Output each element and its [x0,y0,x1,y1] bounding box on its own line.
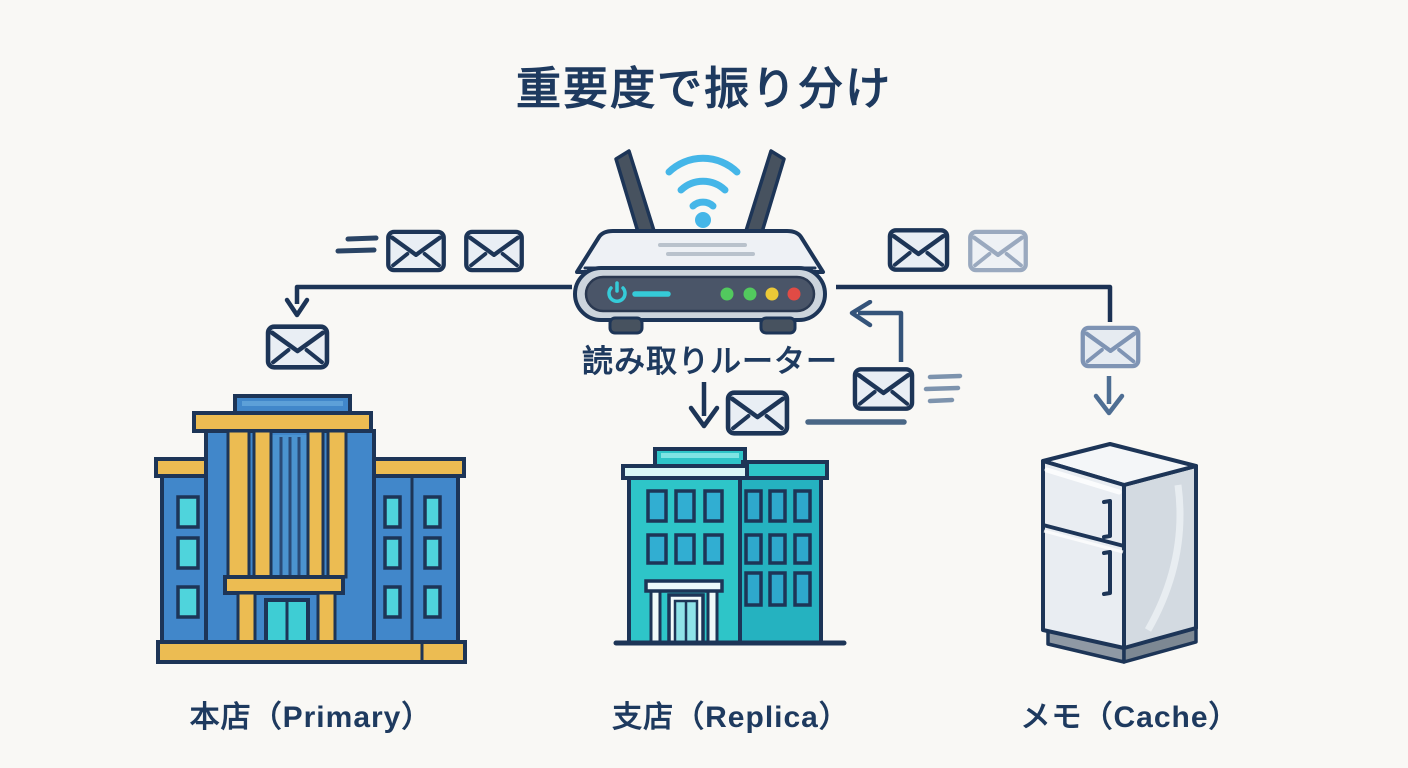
speed-lines-icon [923,373,963,404]
entrance-icon [644,579,724,645]
envelope-icon [852,367,915,411]
router-icon [573,149,827,335]
page-title: 重要度で振り分け [515,63,892,114]
led-green-icon [743,287,757,301]
line-to-cache [836,284,1113,322]
arrow-to-primary [284,284,572,318]
handle-icon [1102,550,1112,596]
speed-lines-icon [335,235,379,254]
led-green-icon [720,287,734,301]
motion-line-icon [805,419,907,425]
status-leds [720,287,801,301]
power-icon [607,281,627,304]
antenna-left-icon [614,149,657,244]
door-icon [264,598,310,646]
envelope-icon [464,229,524,273]
arrow-down-replica [688,382,720,429]
building-replica-icon [613,447,847,646]
antenna-right-icon [743,149,786,244]
fridge-icon [1041,442,1198,664]
arrow-into-router [849,300,904,362]
led-red-icon [787,287,801,301]
wifi-icon [665,154,741,228]
label-primary: 本店（Primary） [189,701,433,734]
building-primary-icon [154,394,467,664]
envelope-light-icon [968,229,1028,273]
envelope-icon [887,228,950,272]
led-yellow-icon [765,287,779,301]
envelope-light-icon [1080,325,1141,369]
router-label: 読み取りルーター [582,344,838,379]
handle-icon [1102,499,1112,539]
label-replica: 支店（Replica） [612,701,850,734]
envelope-icon [725,390,790,436]
arrow-down-cache [1093,376,1125,416]
envelope-icon [386,229,446,273]
label-cache: メモ（Cache） [1020,701,1240,734]
envelope-icon [265,324,330,370]
